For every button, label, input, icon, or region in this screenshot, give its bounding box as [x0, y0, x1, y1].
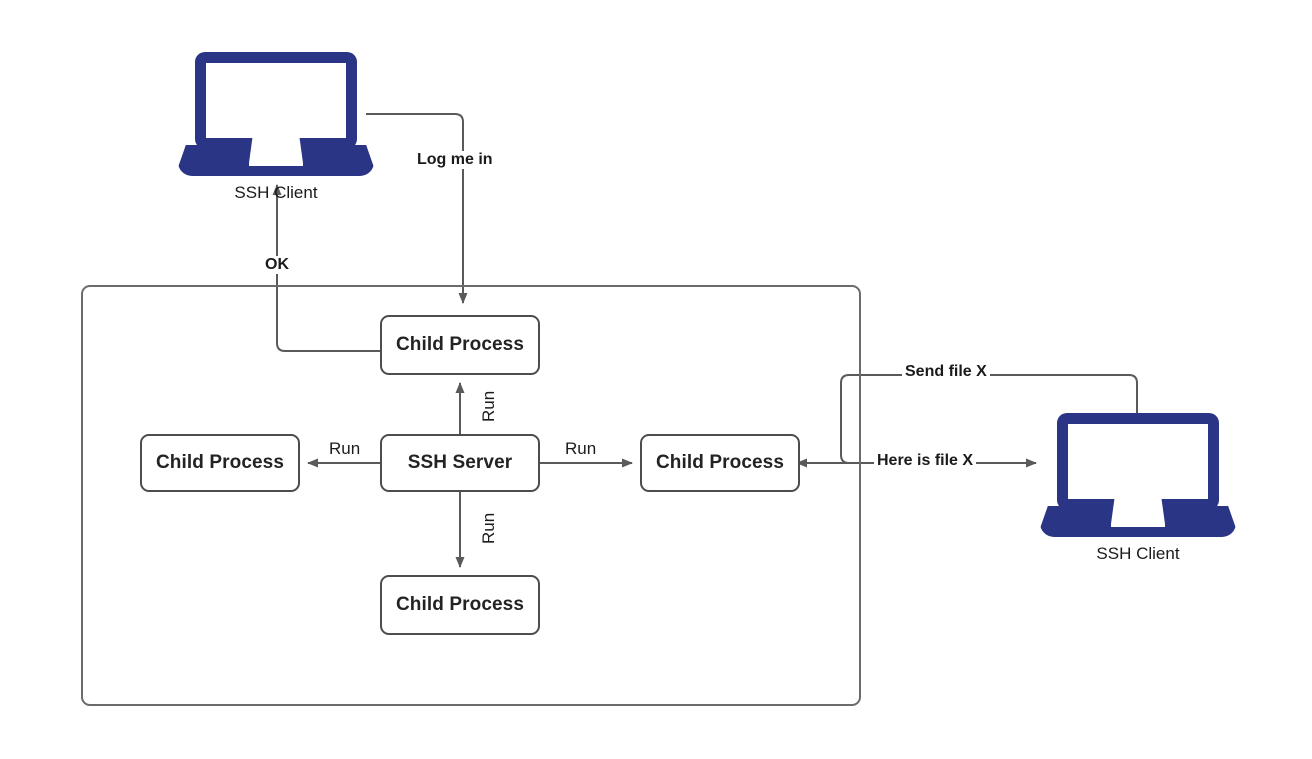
edge-label-ok: OK [262, 256, 292, 274]
laptop-icon-ssh-client-top-left [178, 52, 374, 176]
edge-ok [272, 184, 380, 352]
edge-label-run-right: Run [562, 439, 600, 459]
laptop-trackpad-notch [1110, 471, 1166, 528]
node-child-process-top[interactable]: Child Process [380, 315, 540, 375]
node-child-process-left[interactable]: Child Process [140, 434, 300, 492]
edge-label-run-bottom: Run [479, 509, 499, 547]
node-child-process-bottom[interactable]: Child Process [380, 575, 540, 635]
edge-log-me-in [366, 113, 468, 304]
laptop-trackpad-notch [248, 110, 304, 167]
device-label-ssh-client-right: SSH Client [1096, 544, 1180, 563]
device-label-ssh-client-top-left: SSH Client [234, 183, 318, 202]
node-child-process-right[interactable]: Child Process [640, 434, 800, 492]
edge-label-send-file-x: Send file X [902, 363, 990, 381]
edge-label-run-top: Run [479, 387, 499, 425]
edge-label-log-me-in: Log me in [414, 151, 496, 169]
node-ssh-server[interactable]: SSH Server [380, 434, 540, 492]
laptop-icon-ssh-client-right [1040, 413, 1236, 537]
server-host-boundary [81, 285, 861, 706]
edge-label-here-is-file-x: Here is file X [874, 452, 977, 470]
edge-label-run-left: Run [326, 439, 364, 459]
